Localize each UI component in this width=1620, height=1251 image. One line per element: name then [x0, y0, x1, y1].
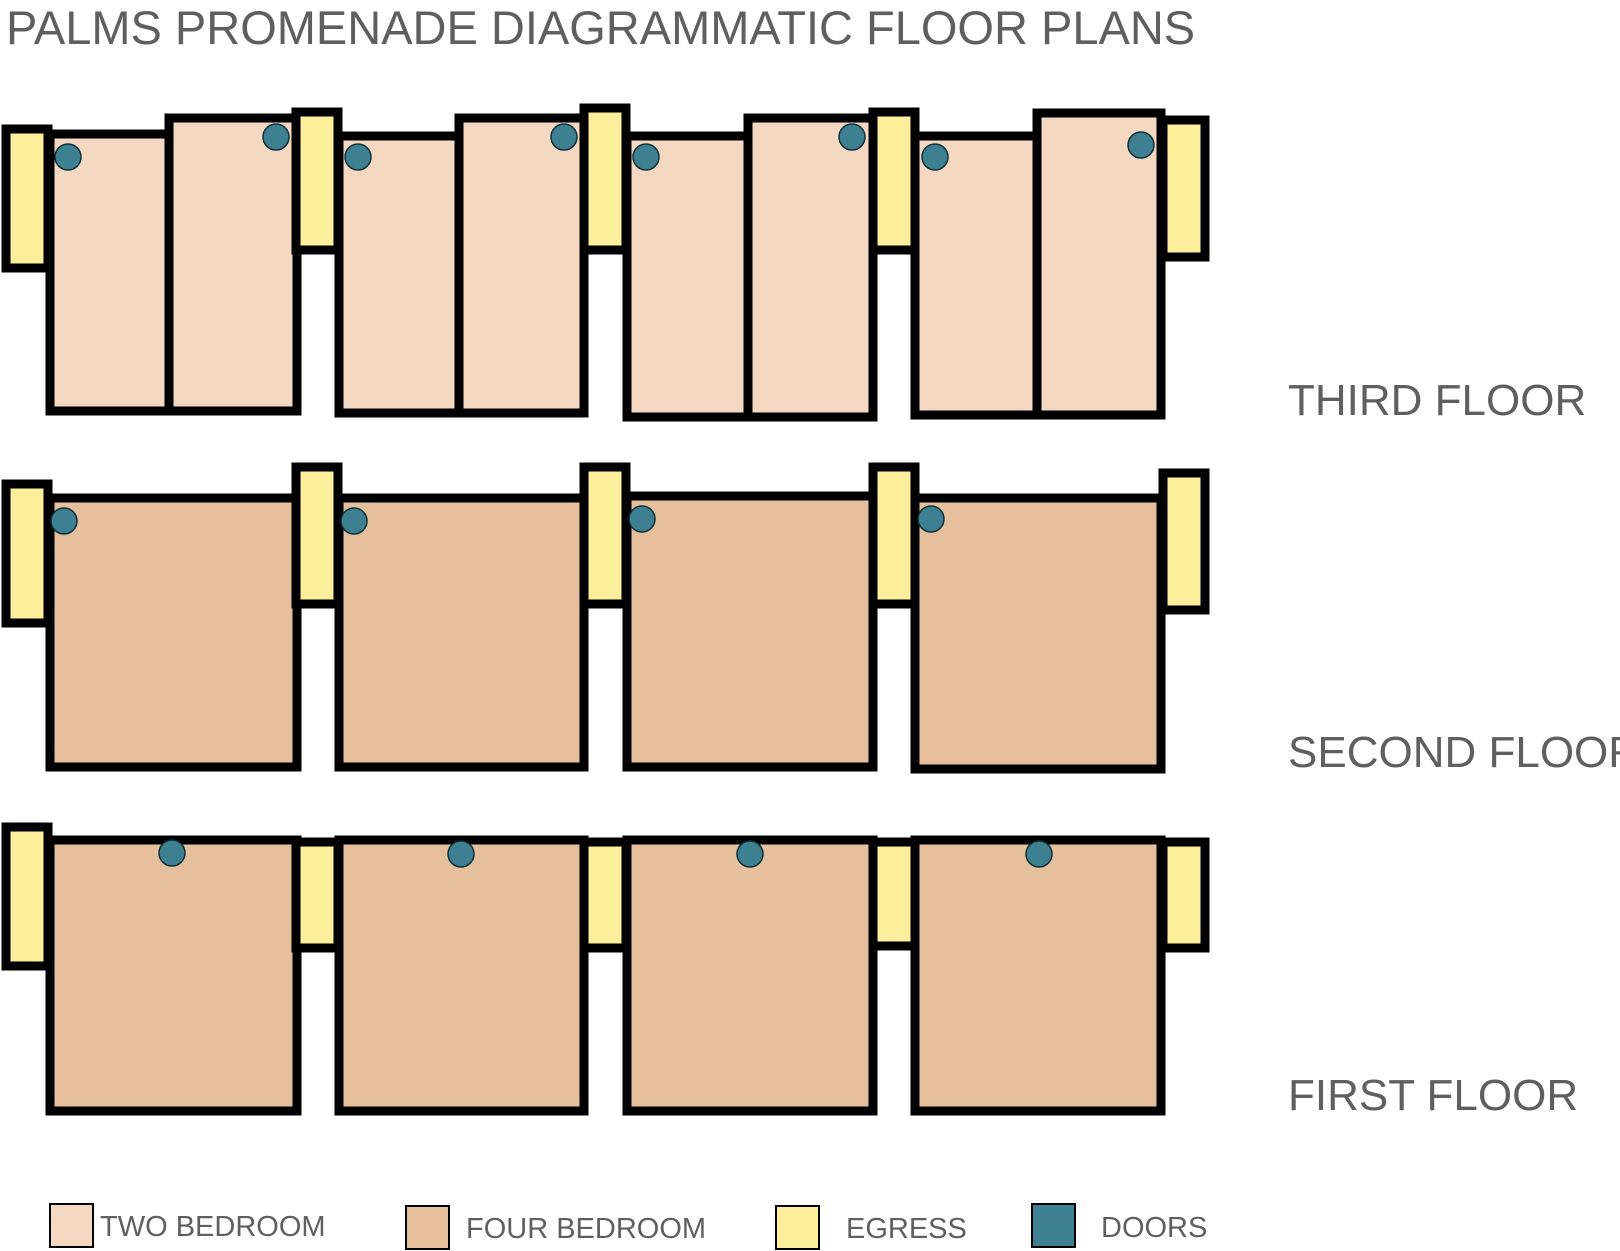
second-floor-label: SECOND FLOOR: [1288, 728, 1620, 777]
door-marker: [632, 143, 660, 171]
four-bedroom-unit: [334, 493, 589, 772]
egress-stair: [579, 103, 631, 255]
two-bedroom-room: [454, 113, 589, 418]
egress-stair: [1158, 115, 1210, 262]
two-bedroom-room: [334, 131, 464, 418]
egress-stair: [868, 107, 920, 255]
two-bedroom-room: [910, 131, 1042, 420]
egress-stair: [1158, 837, 1210, 953]
door-marker: [344, 143, 372, 171]
egress-stair: [1158, 468, 1210, 615]
door-marker: [917, 505, 945, 533]
door-marker: [54, 143, 82, 171]
egress-stair: [579, 462, 631, 609]
egress-stair: [1, 822, 53, 971]
egress-stair: [291, 462, 343, 609]
door-marker: [550, 123, 578, 151]
legend-label-four-bedroom: FOUR BEDROOM: [466, 1213, 706, 1245]
egress-swatch: [775, 1205, 820, 1250]
four-bedroom-swatch: [405, 1205, 450, 1250]
two-bedroom-room: [45, 129, 174, 416]
door-marker: [50, 507, 78, 535]
egress-stair: [291, 107, 343, 255]
third-floor-unit-3: [622, 113, 878, 422]
egress-stair: [579, 837, 631, 953]
legend-item-doors: DOORS: [1031, 1203, 1207, 1248]
legend-item-egress: EGRESS: [775, 1205, 967, 1250]
door-marker: [838, 123, 866, 151]
door-marker: [447, 840, 475, 868]
four-bedroom-unit: [45, 493, 302, 772]
door-marker: [736, 840, 764, 868]
third-floor-unit-2: [334, 113, 589, 418]
egress-stair: [291, 837, 343, 953]
four-bedroom-unit: [622, 835, 878, 1116]
egress-stair: [1, 124, 53, 273]
legend-item-two-bedroom: TWO BEDROOM: [49, 1203, 326, 1248]
third-floor-label: THIRD FLOOR: [1288, 376, 1586, 425]
four-bedroom-unit: [910, 493, 1166, 774]
two-bedroom-room: [164, 113, 302, 416]
two-bedroom-swatch: [49, 1203, 94, 1248]
egress-stair: [868, 837, 920, 951]
four-bedroom-unit: [334, 835, 589, 1116]
first-floor-plan: [1, 822, 1210, 1116]
third-floor-unit-1: [1, 113, 302, 416]
four-bedroom-unit: [45, 835, 302, 1116]
legend-item-four-bedroom: FOUR BEDROOM: [405, 1205, 706, 1250]
egress-stair: [1, 479, 53, 628]
legend-label-two-bedroom: TWO BEDROOM: [100, 1211, 326, 1243]
four-bedroom-unit: [910, 835, 1166, 1116]
door-marker: [1127, 131, 1155, 159]
third-floor-unit-4: [910, 108, 1166, 420]
second-floor-plan: [1, 462, 1210, 774]
two-bedroom-room: [622, 131, 753, 422]
egress-stair: [868, 462, 920, 609]
legend-label-egress: EGRESS: [846, 1213, 967, 1245]
legend: TWO BEDROOM FOUR BEDROOM EGRESS DOORS: [49, 1203, 1207, 1250]
door-marker: [1025, 840, 1053, 868]
page-title: PALMS PROMENADE DIAGRAMMATIC FLOOR PLANS: [6, 1, 1195, 54]
door-marker: [262, 123, 290, 151]
legend-label-doors: DOORS: [1101, 1212, 1207, 1244]
first-floor-label: FIRST FLOOR: [1288, 1071, 1578, 1120]
four-bedroom-unit: [622, 491, 878, 772]
third-floor-plan: [1, 103, 1210, 422]
door-marker: [921, 143, 949, 171]
door-marker: [628, 505, 656, 533]
door-marker: [340, 507, 368, 535]
two-bedroom-room: [743, 113, 878, 422]
door-marker: [158, 839, 186, 867]
doors-swatch: [1031, 1203, 1076, 1248]
